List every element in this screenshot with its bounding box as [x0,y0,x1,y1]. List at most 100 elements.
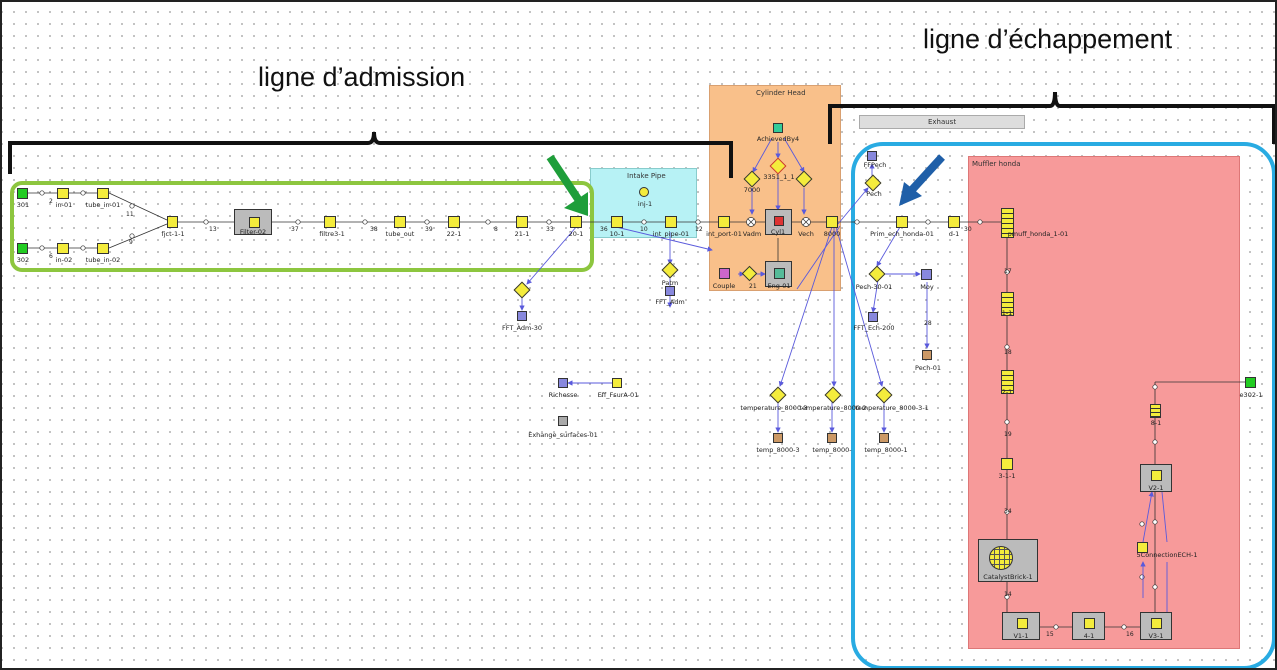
monitor-fft-adm-30[interactable] [517,311,527,321]
link-num-16: 16 [1126,631,1134,638]
label-pmuff-honda: pmuff_honda_1-01 [1007,230,1069,238]
block-8000[interactable] [826,216,838,228]
flow-junctions [39,190,1158,630]
label-int-port-01: int_port-01 [706,230,742,238]
signal-links [519,137,1168,612]
label-tube-in-02: tube_in-02 [85,256,121,264]
label-richesse: Richesse [548,391,578,399]
block-achievedby4[interactable] [773,123,783,133]
block-in-01[interactable] [57,188,69,199]
monitor-richesse[interactable] [558,378,568,388]
block-catalyst-brick[interactable] [978,539,1038,582]
block-exhange-surfaces[interactable] [558,416,568,426]
label-in-02: in-02 [55,256,73,264]
link-num-6: 6 [49,253,53,260]
label-fft-adm-30: FFT_Adm-30 [502,324,542,332]
block-22-1[interactable] [448,216,460,228]
label-temp-2: temp_8000- [812,446,852,454]
block-in-02[interactable] [57,243,69,254]
block-eng-01[interactable] [765,261,792,287]
monitor-ffpech[interactable] [867,151,877,161]
block-eff-fsura-01[interactable] [612,378,622,388]
link-num-36: 36 [600,226,608,233]
block-tube-out[interactable] [394,216,406,228]
label-eng-01: Eng-01 [767,282,791,290]
boundary-e302-1[interactable] [1245,377,1256,388]
block-8-1[interactable] [1150,404,1161,418]
label-connection-ech: 5ConnectionECH-1 [1136,551,1198,559]
blue-arrow [899,154,945,206]
monitor-pech-01[interactable] [922,350,932,360]
label-8000: 8000 [823,230,841,238]
block-int-pipe-01[interactable] [665,216,677,228]
link-num-28: 28 [924,320,932,327]
boundary-302[interactable] [17,243,28,254]
link-num-11: 11 [126,211,134,218]
block-couple[interactable] [719,268,730,279]
label-moy: Moy [920,283,934,291]
label-pech: Pech [866,190,882,198]
block-filtre3-1[interactable] [324,216,336,228]
exhaust-line-annotation: ligne d’échappement [923,24,1173,54]
link-num-33: 33 [546,226,554,233]
block-2-1[interactable] [1001,370,1014,394]
block-4-1[interactable] [1072,612,1105,640]
block-d-1[interactable] [948,216,960,228]
label-fft-ech: FFT_Ech-200 [853,324,895,332]
block-prim-ech-honda-01[interactable] [896,216,908,228]
block-10-1[interactable] [611,216,623,228]
monitor-fft-adm[interactable] [665,286,675,296]
label-patm: Patm [661,279,679,287]
link-num-18: 18 [1004,349,1012,356]
block-inj-1[interactable] [639,187,649,197]
block-fjct-1-1[interactable] [167,216,178,228]
link-num-2: 2 [49,198,53,205]
block-v3-1[interactable] [1140,612,1172,640]
label-1-1: 1-1 [1001,309,1013,317]
label-temp-3: temp_8000-3 [756,446,800,454]
label-pech-30: Pech-30-01 [855,283,893,291]
label-fft-adm: FFT_Adm [655,298,685,306]
block-21-1[interactable] [516,216,528,228]
block-cyl1[interactable] [765,209,792,235]
label-vech: Vech [798,230,814,238]
link-num-38: 38 [370,226,378,233]
exhaust-region-bar: Exhaust [859,115,1025,129]
block-tube-in-02[interactable] [97,243,109,254]
block-20-1[interactable] [570,216,582,228]
block-int-port-01[interactable] [718,216,730,228]
link-num-14: 14 [1004,591,1012,598]
link-num-13: 13 [209,226,217,233]
block-1-1[interactable] [1001,292,1014,316]
link-num-9: 9 [129,239,133,246]
link-num-21: 21 [749,283,757,290]
label-filtre3-1: filtre3-1 [319,230,345,238]
block-moy[interactable] [921,269,932,280]
block-pmuff-honda[interactable] [1001,208,1014,238]
block-filter-02[interactable] [234,209,272,235]
label-in-01: in-01 [55,201,73,209]
monitor-fft-ech[interactable] [868,312,878,322]
block-tube-in-01[interactable] [97,188,109,199]
block-3-1-1[interactable] [1001,458,1013,470]
monitor-temp-2[interactable] [827,433,837,443]
intake-pipe-region [590,168,697,238]
label-e302-1: e302-1 [1239,391,1263,399]
link-num-19: 19 [1004,431,1012,438]
block-v2-1[interactable] [1140,464,1172,492]
label-fjct-1-1: fjct-1-1 [161,230,185,238]
link-num-12: 12 [695,226,703,233]
exhaust-line-outline [851,142,1275,668]
boundary-301[interactable] [17,188,28,199]
block-v1-1[interactable] [1002,612,1040,640]
green-arrow [546,154,588,216]
link-num-8: 8 [494,226,498,233]
label-2-1: 2-1 [1001,388,1013,396]
label-v3-1: V3-1 [1148,632,1164,640]
monitor-temp-1[interactable] [879,433,889,443]
block-connection-ech[interactable] [1137,542,1148,553]
link-num-37: 37 [291,226,299,233]
monitor-temp-3[interactable] [773,433,783,443]
label-d-1: d-1 [948,230,960,238]
link-num-17: 17 [1004,268,1012,275]
